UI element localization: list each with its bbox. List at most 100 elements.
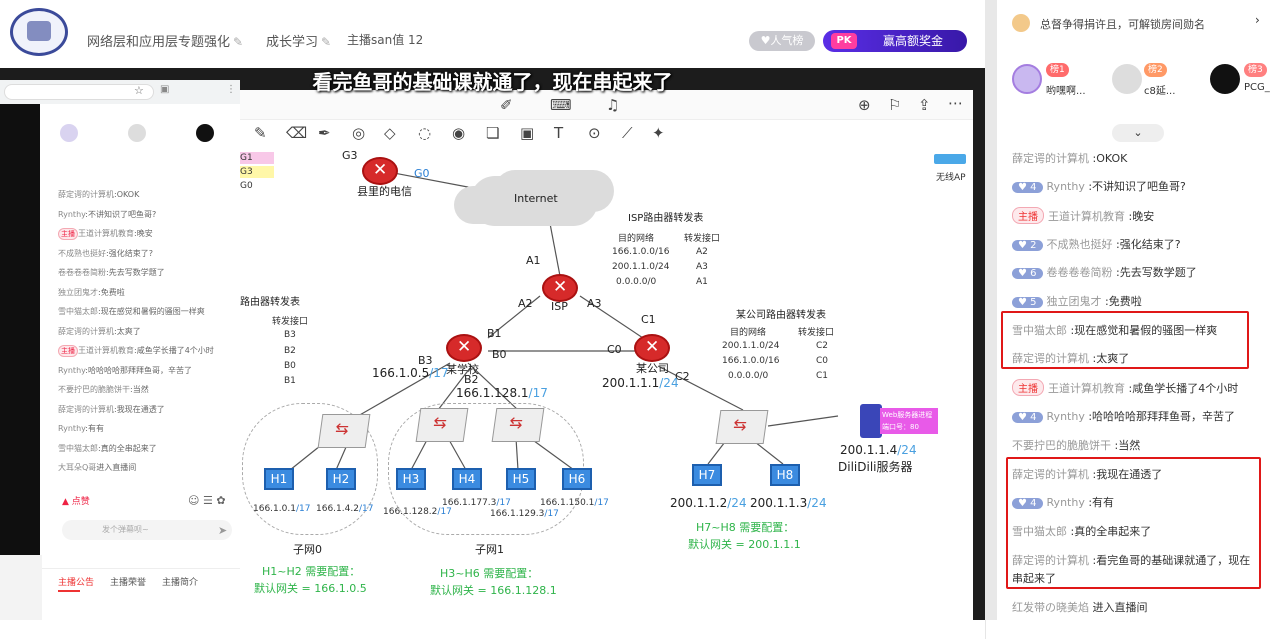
keyboard-icon[interactable]: ⌨ (550, 96, 572, 114)
mini-chat-user[interactable]: 雪中猫太郎 (58, 443, 98, 453)
chat-username[interactable]: Rynthy (1046, 410, 1085, 423)
mini-chat-user[interactable]: 王道计算机教育 (78, 229, 134, 238)
select-icon[interactable]: ◌ (418, 124, 432, 142)
table-cell: 200.1.1.0/24 (612, 262, 670, 272)
mini-chat-user[interactable]: 雪中猫太郎 (58, 307, 98, 316)
chat-username[interactable]: 薛定谔的计算机 (1012, 468, 1089, 481)
chat-username[interactable]: 卷卷卷卷简粉 (1046, 266, 1113, 279)
chat-username[interactable]: Rynthy (1046, 496, 1085, 509)
stream-category[interactable]: 成长学习 (266, 35, 319, 50)
mini-chat-user[interactable]: 薛定谔的计算机 (58, 190, 114, 199)
pen-icon[interactable]: ✐ (500, 96, 513, 114)
popularity-rank-button[interactable]: ♥人气榜 (749, 31, 815, 51)
port-label: B3 (418, 354, 433, 367)
chat-username[interactable]: 王道计算机教育 (1048, 382, 1125, 395)
shapes-icon[interactable]: ◇ (384, 124, 396, 142)
eraser-icon[interactable]: ⌫ (286, 124, 308, 142)
rank-name[interactable]: c8延... (1144, 86, 1176, 97)
telecom-label: 县里的电信 (357, 185, 412, 198)
add-page-icon[interactable]: ⊕ (858, 96, 871, 114)
send-icon[interactable]: ➤ (218, 524, 228, 537)
magic-icon[interactable]: ✦ (652, 124, 665, 142)
mini-chat-user[interactable]: 王道计算机教育 (78, 346, 134, 355)
mini-chat-line: 薛定谔的计算机:太爽了 (58, 326, 141, 337)
mini-chat-user[interactable]: 薛定谔的计算机 (58, 404, 114, 414)
channel-logo[interactable] (10, 8, 68, 56)
mini-chat-user[interactable]: Rynthy (58, 209, 86, 219)
chat-username[interactable]: 不要拧巴的脆脆饼干 (1012, 439, 1111, 452)
mini-chat-user[interactable]: 薛定谔的计算机 (58, 326, 114, 336)
mini-chat-user[interactable]: 卷卷卷卷简粉 (58, 268, 106, 277)
tab-honors[interactable]: 主播荣誉 (110, 578, 147, 588)
chat-scrollbar[interactable] (985, 0, 997, 620)
emoji-icon[interactable]: ☺ ☰ ✿ (188, 494, 226, 507)
mini-chat-user[interactable]: Rynthy (58, 365, 86, 375)
bookmark-icon[interactable]: ⚐ (888, 96, 902, 114)
table-cell: B0 (284, 361, 296, 371)
table-header: 目的网络 (730, 328, 767, 338)
mic-icon[interactable]: ♫ (606, 96, 620, 114)
avatar[interactable] (1210, 64, 1240, 94)
edit-icon[interactable]: ✎ (233, 35, 244, 49)
port-label: A3 (587, 297, 602, 310)
chat-username[interactable]: 薛定谔的计算机 (1012, 554, 1089, 567)
chat-username[interactable]: 独立团鬼才 (1046, 295, 1102, 308)
mini-chat-user[interactable]: 大耳朵Q哥 (58, 463, 97, 472)
chat-username[interactable]: 红发带の晓美焰 (1012, 601, 1089, 614)
chat-username[interactable]: 雪中猫太郎 (1012, 525, 1067, 538)
ruler-icon[interactable]: ⟋ (622, 124, 633, 142)
laser-icon[interactable]: ◉ (452, 124, 466, 142)
host-h1: H1 (264, 468, 294, 490)
tab-intro[interactable]: 主播简介 (162, 578, 199, 588)
table-cell: 166.1.0.0/16 (722, 356, 780, 366)
stream-title: 网络层和应用层专题强化 (87, 35, 231, 50)
extension-icon[interactable]: ▣ (160, 84, 170, 95)
host-h8: H8 (770, 464, 800, 486)
more-icon[interactable]: ⋯ (948, 94, 963, 112)
port-label: A1 (526, 254, 541, 267)
chevron-down-icon[interactable]: ⌄ (1112, 124, 1164, 142)
danmu-input[interactable]: 发个弹幕呗~ (62, 520, 232, 540)
anchor-badge: 主播 (58, 228, 78, 240)
pk-prize-button[interactable]: PK 赢高额奖金 (823, 30, 967, 52)
subnet0-zone (242, 403, 378, 535)
chat-username[interactable]: 王道计算机教育 (1048, 210, 1125, 223)
sticky-icon[interactable]: ❏ (486, 124, 500, 142)
chat-username[interactable]: 薛定谔的计算机 (1012, 352, 1089, 365)
mini-chat-user[interactable]: 不要拧巴的脆脆饼干 (58, 385, 130, 394)
text-icon[interactable]: T (554, 124, 564, 142)
tab-announcement[interactable]: 主播公告 (58, 578, 95, 588)
chevron-right-icon[interactable]: › (1255, 13, 1260, 27)
chat-username[interactable]: 不成熟也挺好 (1046, 238, 1113, 251)
mini-chat-user[interactable]: Rynthy (58, 424, 86, 433)
avatar (128, 124, 146, 142)
chat-message: 薛定谔的计算机 :我现在通透了 (1012, 466, 1162, 482)
image-icon[interactable]: ▣ (520, 124, 535, 142)
table-cell: B1 (284, 376, 296, 386)
mini-chat-user[interactable]: 独立团鬼才 (58, 287, 98, 297)
chat-text: :强化结束了? (1112, 238, 1181, 251)
rank-name[interactable]: PCG_ (1244, 82, 1270, 93)
star-icon[interactable]: ☆ (134, 84, 144, 97)
rank-name[interactable]: 哟嘿啊... (1046, 86, 1086, 97)
menu-icon[interactable]: ⋮ (226, 84, 236, 95)
avatar[interactable] (1112, 64, 1142, 94)
zoom-icon[interactable]: ⊙ (588, 124, 601, 142)
like-button[interactable]: ▲ 点赞 (62, 497, 90, 507)
isp-router (542, 274, 578, 302)
share-icon[interactable]: ⇪ (918, 96, 931, 114)
pencil-icon[interactable]: ✎ (254, 124, 267, 142)
chat-username[interactable]: 薛定谔的计算机 (1012, 152, 1089, 165)
host-sanity: 主播san值 12 (347, 33, 424, 47)
mini-chat-msg: :晚安 (134, 229, 153, 238)
avatar[interactable] (1012, 64, 1042, 94)
edit-icon[interactable]: ✎ (321, 35, 332, 49)
chat-username[interactable]: Rynthy (1046, 180, 1085, 193)
mini-chat-user[interactable]: 不成熟也挺好 (58, 248, 106, 258)
chat-username[interactable]: 雪中猫太郎 (1012, 324, 1067, 337)
address-bar[interactable] (4, 84, 154, 100)
brush-icon[interactable]: ✒ (318, 124, 331, 142)
fan-level-badge: ♥ 4 (1012, 498, 1043, 509)
table-cell: C0 (816, 356, 829, 366)
lasso-icon[interactable]: ◎ (352, 124, 366, 142)
